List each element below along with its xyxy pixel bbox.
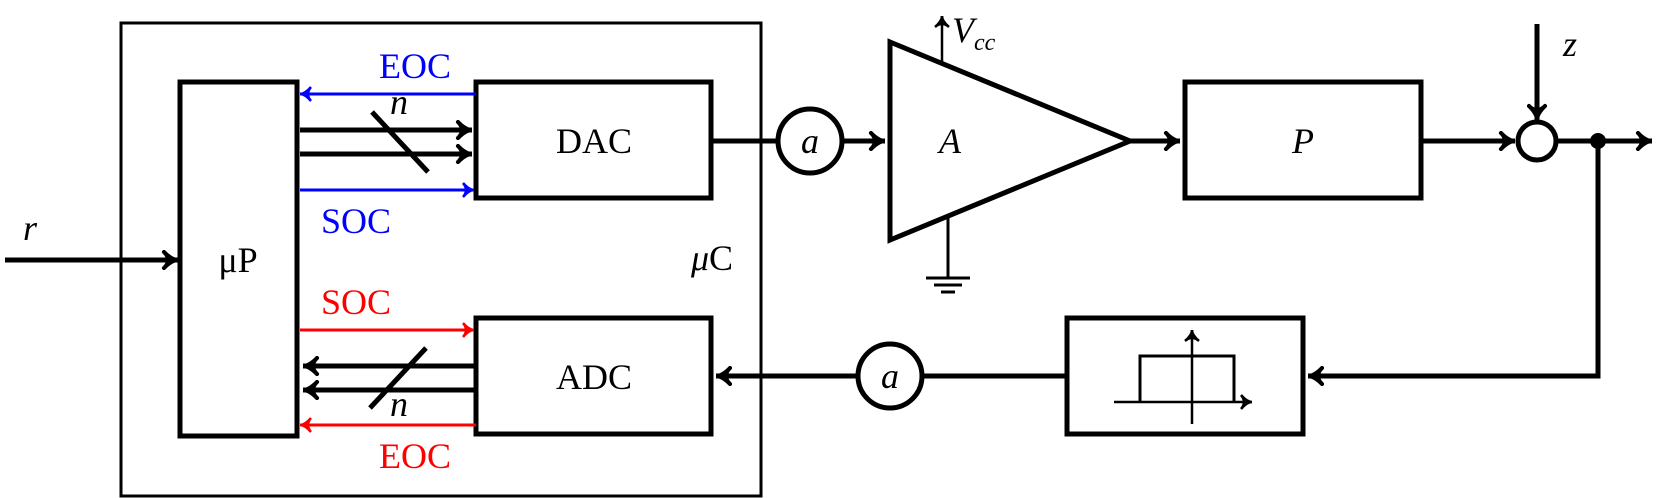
- summing-junction: [1515, 119, 1559, 163]
- microprocessor-label: μP: [218, 240, 257, 280]
- adc-soc-label: SOC: [321, 282, 391, 322]
- forward-sensor-label: a: [801, 121, 819, 161]
- microcontroller-label: μC: [690, 238, 733, 278]
- amplifier-triangle: [887, 38, 1137, 244]
- microprocessor-box: [177, 79, 300, 439]
- dac-label: DAC: [556, 121, 632, 161]
- plant-box: [1182, 79, 1424, 201]
- input-r-label: r: [23, 208, 38, 248]
- adc-label: ADC: [556, 357, 632, 397]
- adc-bus-slash: [368, 346, 428, 410]
- adc-bus-width-label: n: [390, 384, 408, 424]
- adc-box: [473, 315, 714, 437]
- plant-label: P: [1291, 121, 1314, 161]
- quantizer-box: [1064, 315, 1306, 437]
- disturbance-z-label: z: [1562, 24, 1577, 64]
- feedback-sensor-label: a: [881, 356, 899, 396]
- dac-bus-width-label: n: [390, 82, 408, 122]
- amplifier-label: A: [937, 121, 962, 161]
- dac-soc-label: SOC: [321, 201, 391, 241]
- dac-eoc-label: EOC: [379, 46, 451, 86]
- quantizer-icon: [1114, 329, 1253, 424]
- dac-bus-slash: [370, 110, 430, 174]
- ground-icon: [926, 218, 970, 294]
- supply-label: Vcc: [952, 10, 996, 56]
- feedback-line: [1307, 141, 1601, 386]
- adc-eoc-label: EOC: [379, 436, 451, 476]
